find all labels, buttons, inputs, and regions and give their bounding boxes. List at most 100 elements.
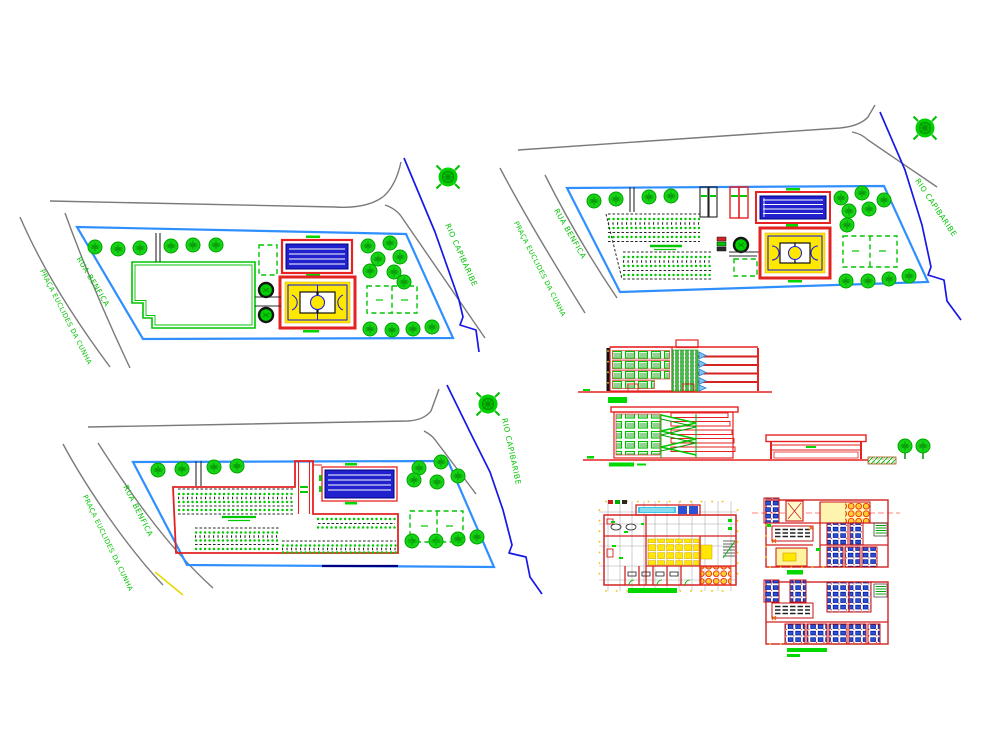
river [446, 384, 543, 595]
tree-icon [206, 459, 222, 475]
dashed-courts [366, 285, 418, 314]
site-plan-option-2: RUA BENFICA PRAÇA EUCLIDES DA CUNHA RIO … [499, 104, 962, 321]
north-arrow-icon [912, 115, 938, 141]
tree-icon [641, 189, 657, 205]
tree-icon [406, 472, 422, 488]
tree-icon [433, 454, 449, 470]
tree-icon [876, 192, 892, 208]
tree-icon [861, 201, 877, 217]
louvers [670, 412, 736, 452]
label-praca-euclides: PRAÇA EUCLIDES DA CUNHA [512, 220, 567, 318]
dashed-court [258, 244, 278, 276]
tree-icon [854, 185, 870, 201]
tree-icon [110, 241, 126, 257]
trees [897, 438, 931, 459]
tree-icon [150, 462, 166, 478]
building-section-view [578, 339, 772, 403]
tree-icon [174, 461, 190, 477]
building-elevation-view [583, 406, 931, 467]
drawing-label [628, 588, 677, 593]
fence [155, 233, 161, 262]
tree-icon [405, 321, 421, 337]
tree-icon [429, 474, 445, 490]
library-room [771, 525, 814, 544]
tree-icon [841, 203, 857, 219]
service-corridors [699, 186, 749, 219]
tree-icon [396, 274, 412, 290]
label-praca-euclides: PRAÇA EUCLIDES DA CUNHA [81, 494, 135, 593]
river [879, 111, 962, 321]
fence [629, 187, 635, 212]
site-boundary [131, 459, 496, 569]
swimming-pool [755, 188, 831, 227]
river [403, 157, 480, 353]
drawing-label [608, 397, 627, 403]
planter-tree-icon [257, 281, 275, 299]
tree-icon [87, 239, 103, 255]
building-footprint [131, 261, 256, 329]
floor-plan-upper-1 [752, 497, 900, 575]
tree-icon [360, 238, 376, 254]
tree-icon [897, 438, 913, 454]
tree-icon [838, 273, 854, 289]
tree-icon [392, 249, 408, 265]
walkway [255, 296, 281, 307]
tree-icon [362, 263, 378, 279]
tree-icon [382, 235, 398, 251]
dashed-courts [409, 510, 464, 543]
sports-court [758, 226, 832, 283]
yellow-room [775, 547, 808, 567]
site-boundary [565, 184, 930, 294]
site-boundary [75, 225, 455, 341]
drawing-label [609, 462, 634, 467]
admin-rooms [606, 518, 644, 559]
playground-area [700, 566, 732, 586]
swimming-pool [280, 235, 354, 277]
drawing-label [787, 654, 800, 657]
label-rua-benfica: RUA BENFICA [121, 484, 155, 539]
tree-icon [450, 468, 466, 484]
tree-icon [208, 237, 224, 253]
interior-walls [604, 515, 736, 585]
stairs [873, 522, 888, 537]
drawing-label [787, 648, 827, 652]
tree-icon [384, 322, 400, 338]
roads [499, 104, 938, 314]
tree-icon [185, 237, 201, 253]
tree-icon [404, 533, 420, 549]
multiuse-hall [647, 538, 700, 566]
tree-icon [915, 438, 931, 454]
tree-icon [362, 321, 378, 337]
planter-tree-icon [732, 236, 750, 254]
parking-lot [177, 488, 398, 554]
tree-icon [881, 271, 897, 287]
tree-icon [833, 190, 849, 206]
tree-icon [428, 533, 444, 549]
tree-icon [586, 193, 602, 209]
classroom-row [624, 566, 691, 586]
floor-plan-ground [598, 500, 739, 593]
floor-slabs [698, 355, 757, 383]
tree-icon [424, 319, 440, 335]
building-footprint [172, 460, 399, 554]
label-rio-capibaribe: RIO CAPIBARIBE [500, 417, 523, 485]
tree-icon [860, 273, 876, 289]
kiosk [716, 236, 727, 252]
tree-icon [608, 191, 624, 207]
tree-icon [469, 529, 485, 545]
roads [19, 161, 486, 369]
ramp-zigzag [660, 414, 697, 458]
dashed-court [733, 258, 758, 277]
roads [62, 388, 477, 596]
stairs [722, 540, 736, 559]
parking-lot [605, 213, 714, 280]
tree-icon [229, 458, 245, 474]
pavilion [765, 434, 867, 459]
site-plan-option-1: RUA BENFICA PRAÇA EUCLIDES DA CUNHA RIO … [19, 157, 486, 369]
label-rua-benfica: RUA BENFICA [75, 255, 112, 308]
fence [195, 461, 202, 486]
site-plan-option-3: RUA BENFICA PRAÇA EUCLIDES DA CUNHA RIO … [62, 384, 543, 596]
tree-icon [132, 240, 148, 256]
ground-hatch [867, 456, 897, 465]
